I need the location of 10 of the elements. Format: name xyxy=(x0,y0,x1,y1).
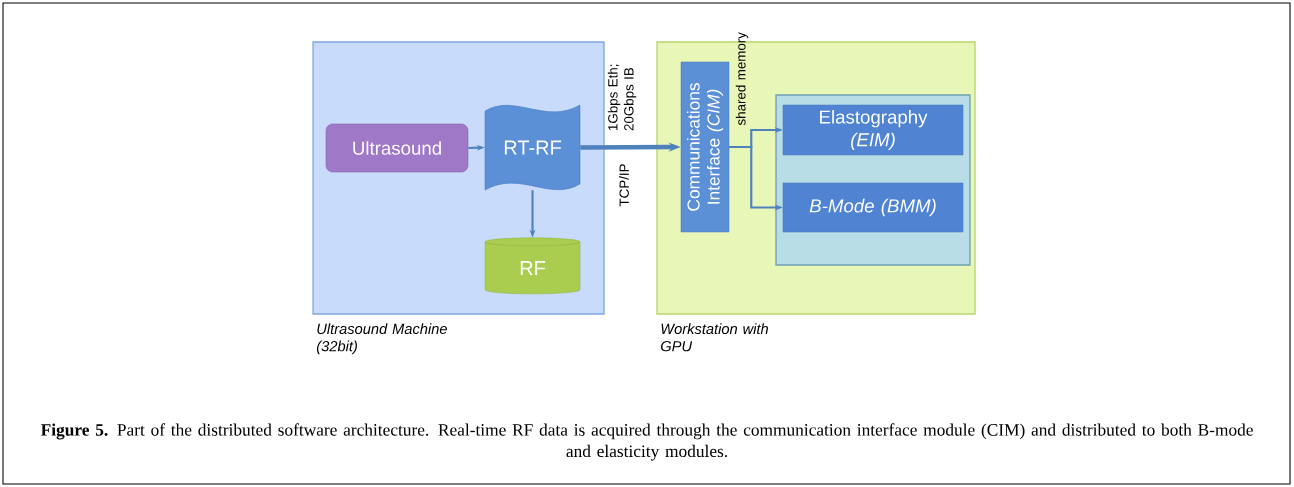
process-box: Ultrasound xyxy=(325,123,469,173)
database-cylinder: RF xyxy=(484,237,581,295)
module-box: B-Mode (BMM) xyxy=(782,182,964,233)
panel-heading: Workstation with GPU xyxy=(661,323,768,352)
panel-heading: Ultrasound Machine (32bit) xyxy=(316,323,447,355)
edge-label: TCP/IP xyxy=(617,162,631,208)
module-box: Elastography (EIM) xyxy=(782,104,964,156)
connection-label: 1Gbps Eth; 20Gbps IB xyxy=(607,64,637,131)
connection-label: shared memory xyxy=(735,32,749,126)
figure-caption: Figure 5. Part of the distributed software architecture. Real-time RF data is acquired through the communication interface module (CIM) and distributed to both B-mode and elasticity modules. xyxy=(40,423,1253,461)
